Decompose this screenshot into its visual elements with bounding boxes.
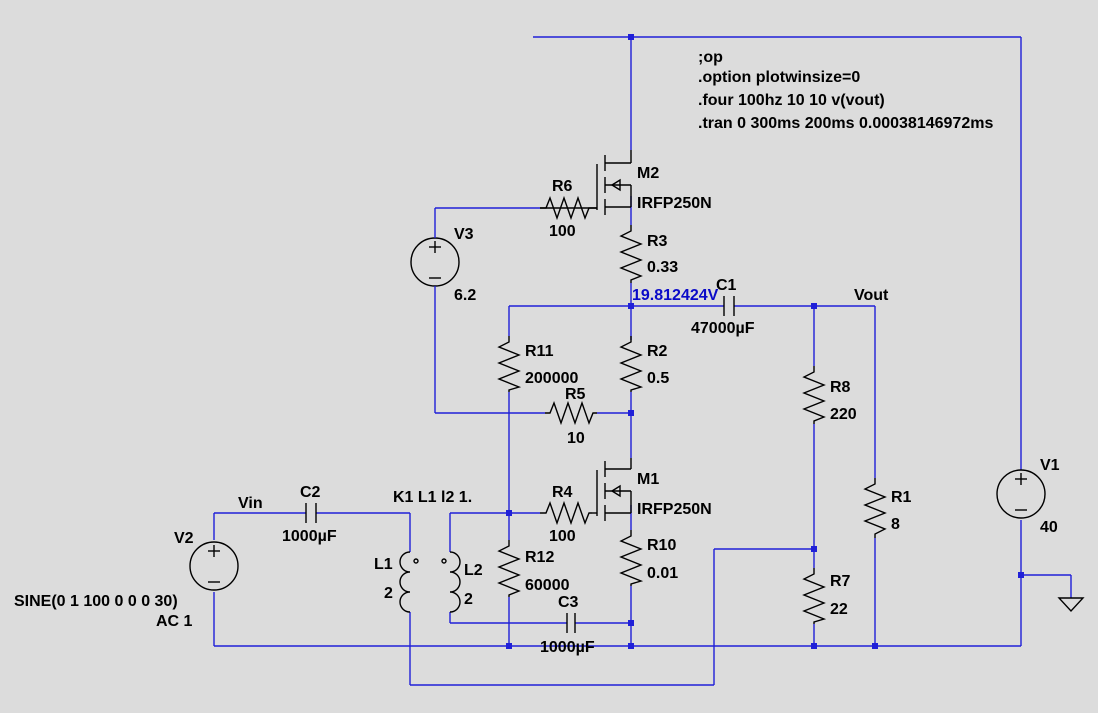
m2-name: M2 bbox=[637, 165, 659, 182]
r10-value: 0.01 bbox=[647, 565, 678, 582]
v3-name: V3 bbox=[454, 226, 474, 243]
r7-name: R7 bbox=[830, 573, 851, 590]
l1-value: 2 bbox=[384, 585, 393, 602]
voltage-source-v2[interactable] bbox=[189, 541, 239, 591]
resistor-r11[interactable] bbox=[497, 336, 522, 392]
spice-directives[interactable]: ;op .option plotwinsize=0 .four 100hz 10… bbox=[698, 49, 993, 132]
resistor-r5[interactable] bbox=[545, 400, 597, 426]
resistor-r12[interactable] bbox=[497, 540, 521, 597]
v2-ac: AC 1 bbox=[156, 613, 193, 630]
v1-value: 40 bbox=[1040, 519, 1058, 536]
ground-icon bbox=[1057, 597, 1085, 613]
junctions bbox=[506, 34, 1024, 649]
r11-value: 200000 bbox=[525, 370, 578, 387]
c2-name: C2 bbox=[300, 484, 321, 501]
r5-name: R5 bbox=[565, 386, 586, 403]
r1-value: 8 bbox=[891, 516, 900, 533]
r3-name: R3 bbox=[647, 233, 668, 250]
r11-name: R11 bbox=[525, 343, 554, 360]
r4-name: R4 bbox=[552, 484, 573, 501]
inductor-l2[interactable] bbox=[441, 551, 461, 613]
m2-model: IRFP250N bbox=[637, 195, 712, 212]
r8-value: 220 bbox=[830, 406, 857, 423]
capacitor-c1[interactable] bbox=[723, 296, 735, 316]
r6-name: R6 bbox=[552, 178, 573, 195]
coupling-directive: K1 L1 l2 1. bbox=[393, 489, 472, 506]
r10-name: R10 bbox=[647, 537, 676, 554]
net-label-vout: Vout bbox=[854, 287, 889, 304]
mosfet-m1[interactable] bbox=[592, 458, 632, 521]
v2-name: V2 bbox=[174, 530, 194, 547]
v1-name: V1 bbox=[1040, 457, 1060, 474]
r2-name: R2 bbox=[647, 343, 668, 360]
directive-option: .option plotwinsize=0 bbox=[698, 69, 860, 86]
r5-value: 10 bbox=[567, 430, 585, 447]
resistor-r6[interactable] bbox=[540, 195, 597, 221]
m1-name: M1 bbox=[637, 471, 659, 488]
r6-value: 100 bbox=[549, 223, 576, 240]
net-label-vin: Vin bbox=[238, 495, 263, 512]
r7-value: 22 bbox=[830, 601, 848, 618]
inductor-l1[interactable] bbox=[399, 551, 419, 613]
c1-name: C1 bbox=[716, 277, 737, 294]
r4-value: 100 bbox=[549, 528, 576, 545]
node-voltage-readout: 19.812424V bbox=[632, 287, 719, 304]
resistor-r7[interactable] bbox=[802, 568, 827, 624]
capacitor-c3[interactable] bbox=[566, 613, 576, 633]
resistor-r3[interactable] bbox=[619, 225, 643, 283]
mosfet-m2[interactable] bbox=[540, 150, 632, 215]
v2-value: SINE(0 1 100 0 0 0 30) bbox=[14, 593, 178, 610]
resistor-r10[interactable] bbox=[619, 530, 644, 586]
wires bbox=[213, 36, 1072, 686]
directive-tran: .tran 0 300ms 200ms 0.00038146972ms bbox=[698, 115, 993, 132]
r2-value: 0.5 bbox=[647, 370, 669, 387]
v3-value: 6.2 bbox=[454, 287, 476, 304]
directive-four: .four 100hz 10 10 v(vout) bbox=[698, 92, 885, 109]
c2-value: 1000µF bbox=[282, 528, 337, 545]
l2-name: L2 bbox=[464, 562, 483, 579]
l1-name: L1 bbox=[374, 556, 393, 573]
r12-value: 60000 bbox=[525, 577, 570, 594]
directive-op: ;op bbox=[698, 49, 723, 66]
c3-name: C3 bbox=[558, 594, 579, 611]
r8-name: R8 bbox=[830, 379, 851, 396]
r3-value: 0.33 bbox=[647, 259, 678, 276]
resistor-r4[interactable] bbox=[540, 500, 592, 526]
resistor-r2[interactable] bbox=[619, 336, 644, 392]
voltage-source-v1[interactable] bbox=[996, 469, 1046, 519]
r12-name: R12 bbox=[525, 549, 554, 566]
m1-model: IRFP250N bbox=[637, 501, 712, 518]
capacitor-c2[interactable] bbox=[305, 503, 317, 523]
resistor-r1[interactable] bbox=[863, 478, 887, 538]
r1-name: R1 bbox=[891, 489, 912, 506]
resistor-r8[interactable] bbox=[802, 366, 826, 424]
l2-value: 2 bbox=[464, 591, 473, 608]
voltage-source-v3[interactable] bbox=[410, 235, 460, 290]
c1-value: 47000µF bbox=[691, 320, 755, 337]
c3-value: 1000µF bbox=[540, 639, 595, 656]
